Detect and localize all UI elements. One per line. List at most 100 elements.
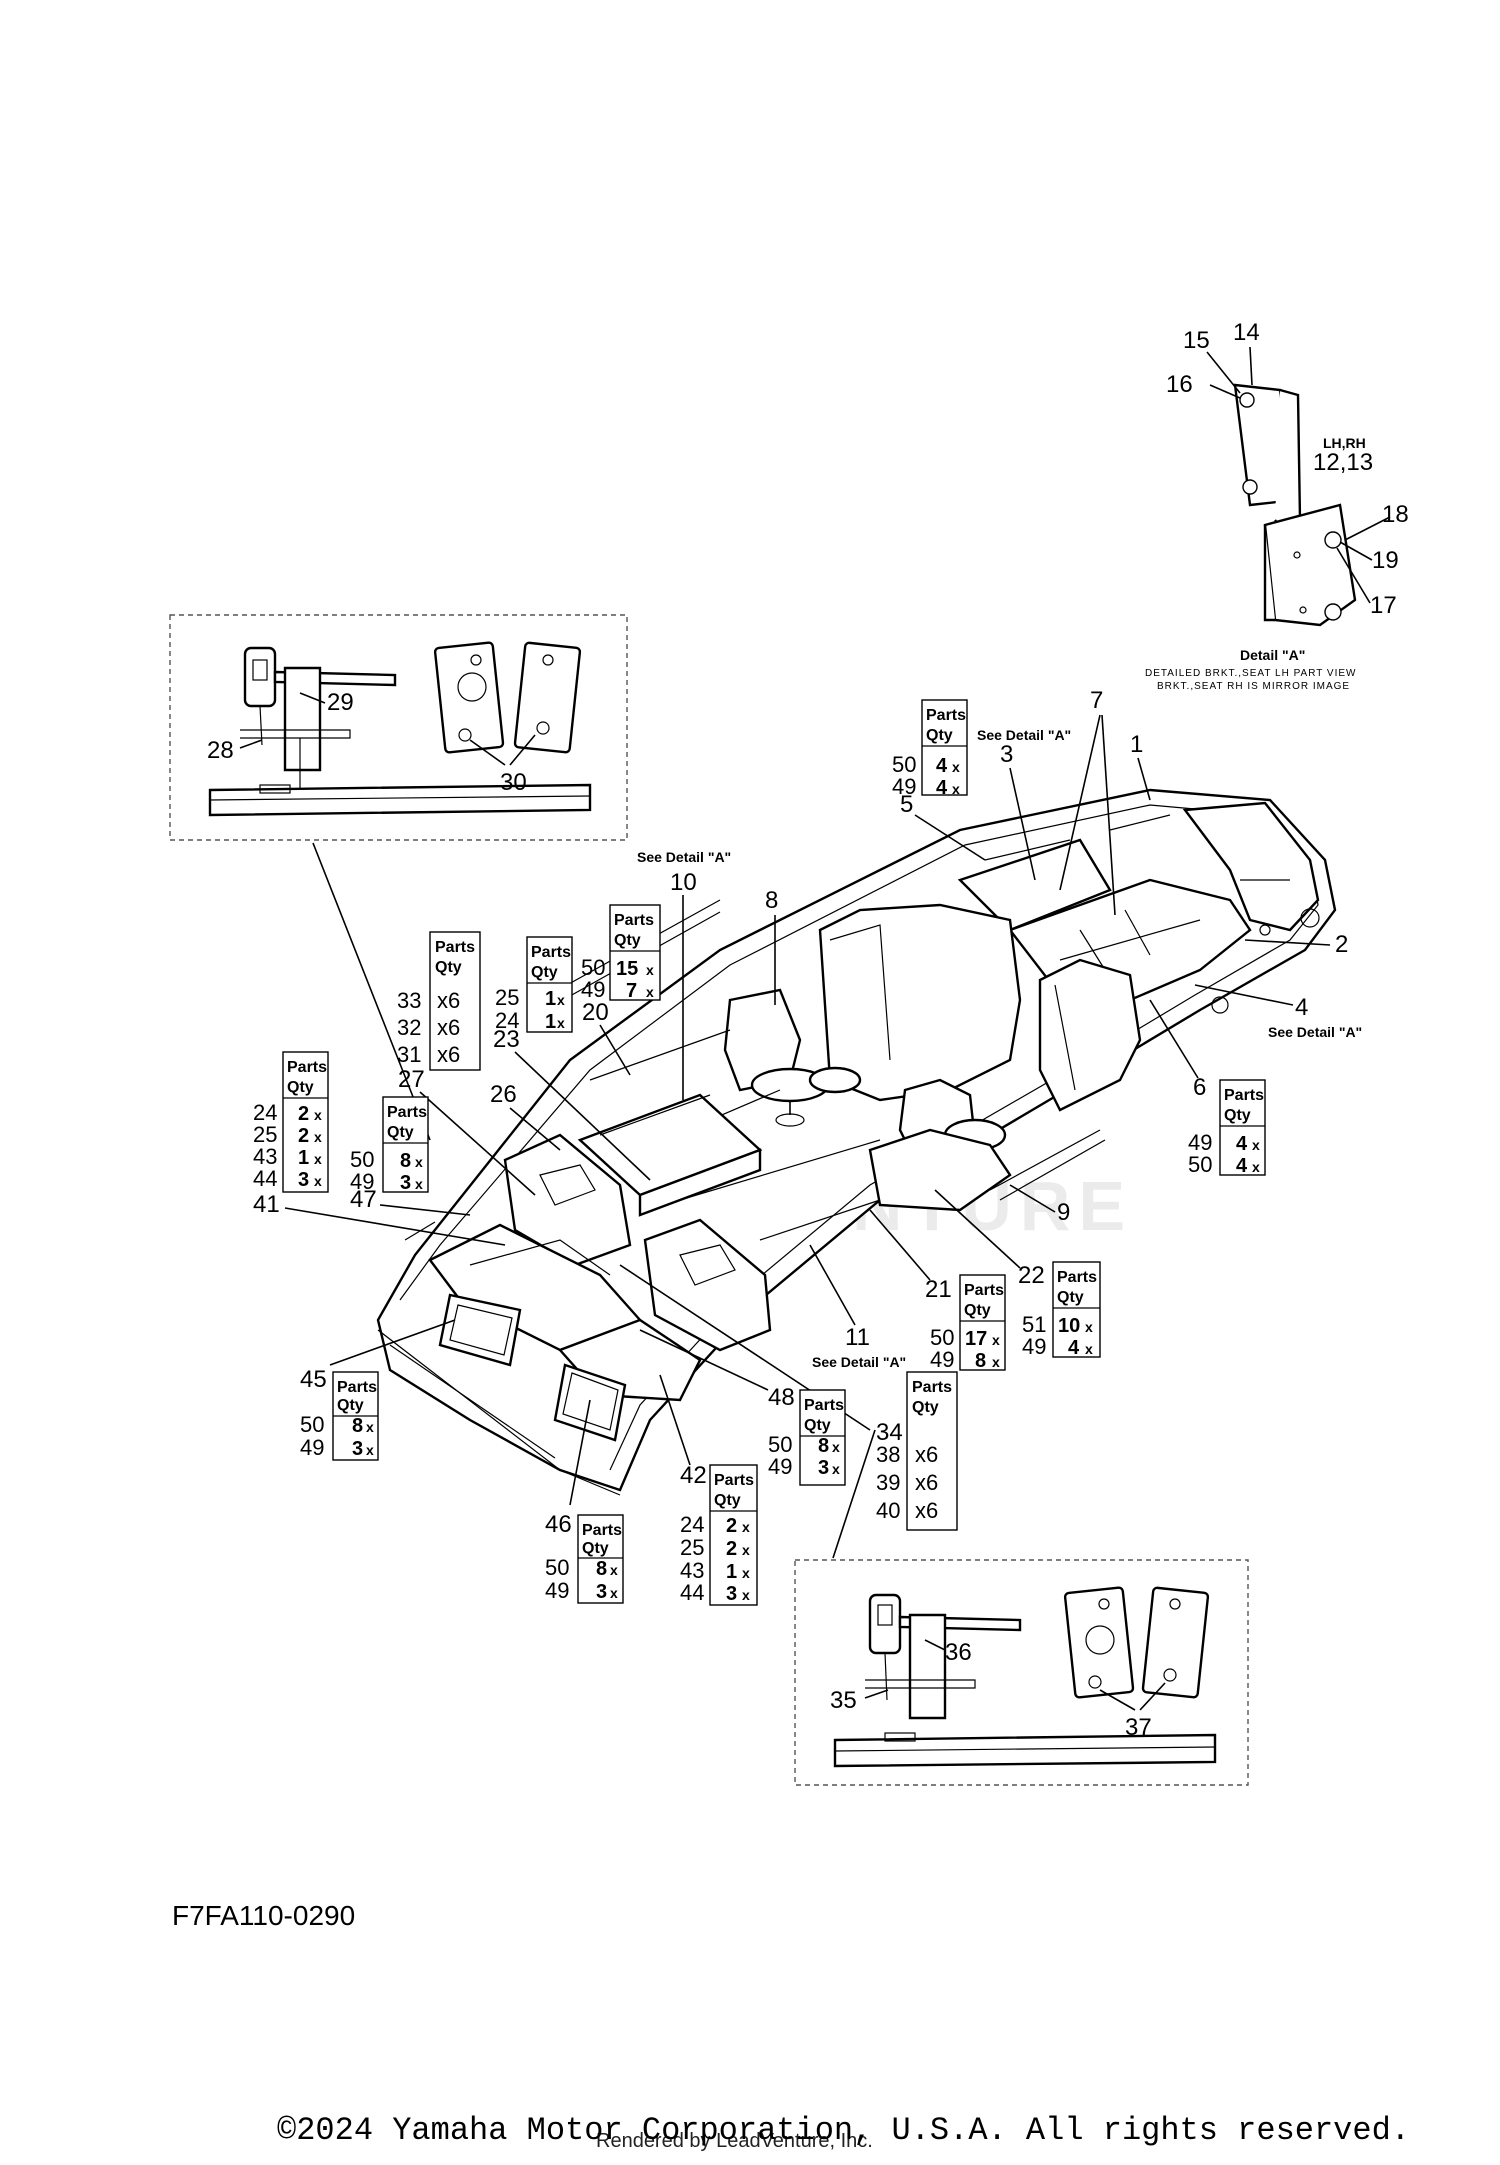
svg-text:x: x [742,1519,750,1535]
svg-text:Parts: Parts [1224,1087,1264,1104]
svg-text:49: 49 [581,977,605,1002]
svg-text:x: x [314,1107,322,1123]
svg-text:Qty: Qty [804,1417,831,1434]
svg-text:Qty: Qty [387,1124,414,1141]
qty-box-22: Parts Qty 51 10 x 49 4 x [1022,1261,1101,1359]
svg-text:Qty: Qty [1224,1107,1251,1124]
svg-text:43: 43 [253,1144,277,1169]
svg-text:50: 50 [930,1325,954,1350]
callout-2: 2 [1335,931,1348,958]
rendered-by: Rendered by LeadVenture, Inc. [596,2130,873,2152]
svg-text:17: 17 [965,1328,987,1350]
svg-text:10: 10 [1058,1315,1080,1337]
svg-text:49: 49 [350,1169,374,1194]
svg-text:x: x [742,1587,750,1603]
svg-text:2: 2 [298,1125,309,1147]
callout-4: 4 [1295,994,1308,1021]
svg-text:50: 50 [581,955,605,980]
svg-text:8: 8 [596,1558,607,1580]
svg-text:7: 7 [626,980,637,1002]
diagram-code: F7FA110-0290 [172,1900,356,1931]
svg-text:1: 1 [545,1011,556,1033]
callout-10: 10 [670,869,697,896]
svg-text:x: x [1085,1341,1093,1357]
svg-text:50: 50 [300,1412,324,1437]
svg-text:x6: x6 [437,1042,460,1067]
svg-text:x: x [415,1176,423,1192]
svg-text:25: 25 [680,1535,704,1560]
see-detail-4: See Detail "A" [1268,1024,1362,1040]
qty-box-left-24-25-43-44: Parts Qty 24 2 x 25 2 x 43 1 x 44 3 x [253,1051,329,1193]
svg-text:Qty: Qty [912,1399,939,1416]
svg-text:x: x [415,1154,423,1170]
svg-text:1: 1 [298,1147,309,1169]
callout-26: 26 [490,1081,517,1108]
inset-bottom-right [794,1559,1249,1786]
svg-text:33: 33 [397,988,421,1013]
callout-45: 45 [300,1366,327,1393]
callout-30: 30 [500,769,527,796]
callout-21: 21 [925,1276,952,1303]
callout-27: 27 [398,1066,425,1093]
qty-box-33-32-31: Parts Qty 33 x6 32 x6 31 x6 [397,931,481,1071]
qty-box-top: Parts Qty 50 4 x 49 4 x [892,699,968,799]
qty-box-21: Parts Qty 50 17 x 49 8 x [930,1274,1006,1372]
callout-3: 3 [1000,741,1013,768]
svg-text:49: 49 [1022,1334,1046,1359]
svg-text:x6: x6 [915,1498,938,1523]
svg-text:15: 15 [616,958,638,980]
svg-text:4: 4 [936,755,948,777]
svg-text:Parts: Parts [912,1379,952,1396]
svg-text:44: 44 [680,1580,704,1605]
svg-text:x: x [314,1173,322,1189]
svg-text:4: 4 [1236,1133,1248,1155]
callout-34: 34 [876,1419,903,1446]
svg-text:49: 49 [300,1435,324,1460]
callout-29: 29 [327,689,354,716]
svg-text:x: x [992,1354,1000,1370]
see-detail-11: See Detail "A" [812,1354,906,1370]
callout-7: 7 [1090,687,1103,714]
svg-text:8: 8 [975,1350,986,1372]
svg-text:1: 1 [726,1561,737,1583]
svg-text:49: 49 [930,1347,954,1372]
svg-text:Qty: Qty [582,1540,609,1557]
svg-text:Parts: Parts [926,707,966,724]
svg-text:x6: x6 [915,1470,938,1495]
svg-text:x: x [952,781,960,797]
svg-text:x: x [314,1151,322,1167]
qty-box-45: Parts Qty 50 8 x 49 3 x [300,1371,379,1461]
svg-text:Parts: Parts [964,1282,1004,1299]
svg-text:x: x [557,992,565,1008]
callout-48: 48 [768,1384,795,1411]
svg-text:44: 44 [253,1166,277,1191]
callout-23: 23 [493,1026,520,1053]
qty-box-38-39-40: Parts Qty 38 x6 39 x6 40 x6 [876,1371,958,1531]
see-detail-3: See Detail "A" [977,727,1071,743]
svg-text:x: x [832,1461,840,1477]
callout-1: 1 [1130,731,1143,758]
svg-text:Qty: Qty [337,1397,364,1414]
inset-top-left-hardware [208,641,592,817]
svg-text:Qty: Qty [435,959,462,976]
svg-text:Parts: Parts [714,1472,754,1489]
callout-41: 41 [253,1191,280,1218]
svg-text:Parts: Parts [614,912,654,929]
qty-box-42: Parts Qty 24 2 x 25 2 x 43 1 x 44 3 x [680,1464,758,1606]
callout-28: 28 [207,737,234,764]
qty-box-50-49-a: Parts Qty 50 15 x 49 7 x [581,904,661,1002]
svg-text:Parts: Parts [804,1397,844,1414]
callout-5: 5 [900,791,913,818]
qty-box-25-24: Parts Qty 25 1 x 24 1 x [495,936,573,1033]
svg-text:x: x [610,1585,618,1601]
detail-a-title: Detail "A" [1240,647,1305,663]
svg-text:32: 32 [397,1015,421,1040]
boat-hull [376,788,1337,1496]
svg-text:2: 2 [298,1103,309,1125]
svg-text:24: 24 [495,1008,519,1033]
svg-text:Parts: Parts [531,944,571,961]
svg-text:2: 2 [726,1538,737,1560]
svg-text:x: x [1252,1159,1260,1175]
detail-side-numbers: 12,13 [1313,449,1373,476]
